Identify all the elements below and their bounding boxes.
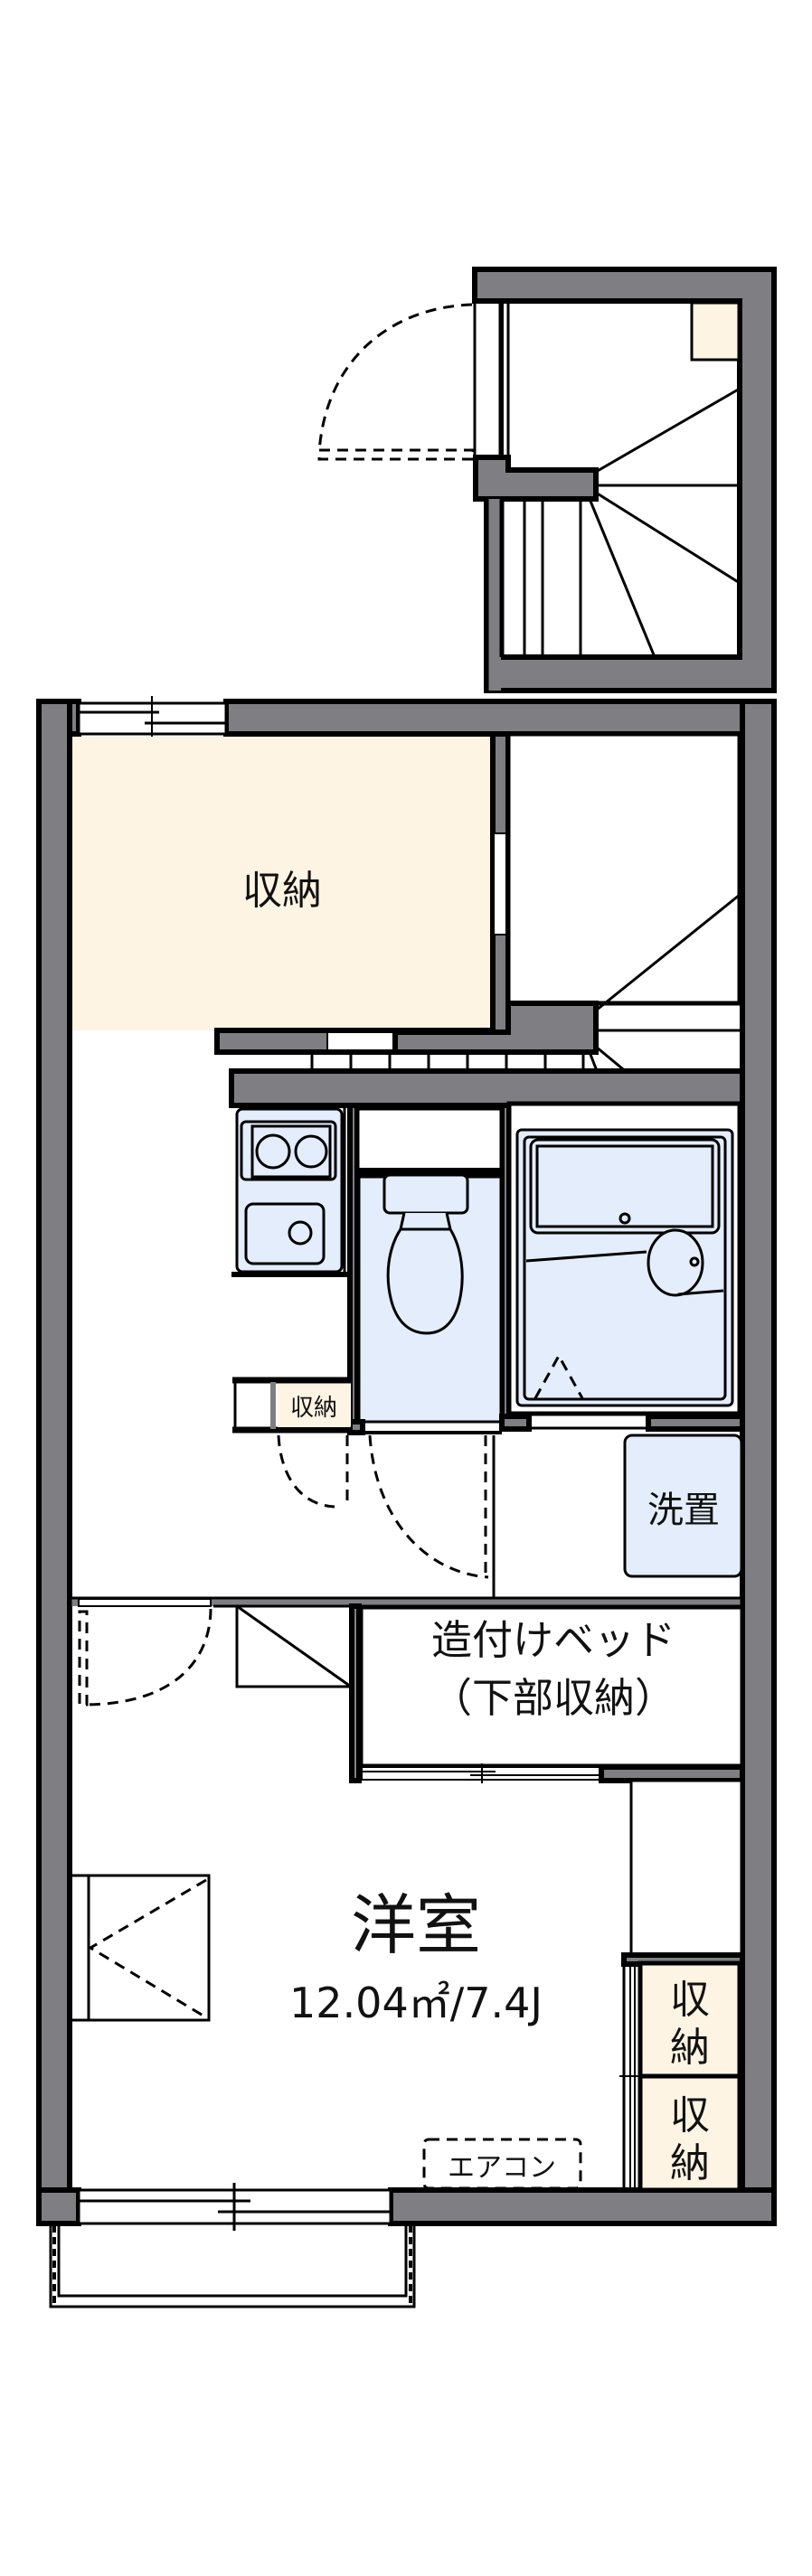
- bed-label-line2: （下部収納）: [431, 1674, 675, 1722]
- entry-stair-tower: [317, 267, 777, 693]
- western-room-area: 12.04㎡/7.4J: [289, 1979, 543, 2027]
- svg-text:収: 収: [670, 2092, 710, 2139]
- small-storage: 収納: [232, 1377, 351, 1434]
- storage-small-label: 収納: [290, 1395, 337, 1422]
- main-unit: 収納: [36, 696, 777, 2231]
- stove-icon: [240, 1120, 337, 1181]
- storage-sliding-door: [619, 1964, 640, 2190]
- entry-door-swing-icon: [317, 303, 475, 461]
- closet-column: [629, 1779, 744, 1957]
- svg-text:納: 納: [670, 2025, 710, 2071]
- sink-icon: [244, 1202, 326, 1265]
- bathtub-icon: [525, 1138, 724, 1297]
- stairs-icon: [523, 387, 741, 658]
- storage-top-room: 収納: [72, 731, 599, 1055]
- balcony-icon: [49, 2222, 416, 2308]
- shoe-storage: [690, 301, 741, 362]
- washer-space: 洗置: [623, 1434, 743, 1578]
- svg-text:収: 収: [670, 1977, 710, 2023]
- balcony-window: [77, 2183, 392, 2231]
- svg-text:納: 納: [670, 2140, 710, 2186]
- bathroom: [506, 1101, 742, 1416]
- bed-label-line1: 造付けベッド: [431, 1616, 675, 1664]
- right-storage-1: 収 納: [637, 1960, 742, 2079]
- washer-label: 洗置: [647, 1490, 720, 1531]
- storage-top-label: 収納: [242, 868, 322, 914]
- builtin-bed: 造付けベッド （下部収納）: [349, 1603, 745, 1783]
- western-room-label: 洋室: [351, 1887, 481, 1963]
- kitchen: [231, 1107, 348, 1277]
- right-storage-2: 収 納: [637, 2073, 742, 2193]
- door-swing-icon: [277, 1434, 489, 1579]
- room-door-swing-icon: [78, 1608, 212, 1706]
- toilet-icon: [382, 1173, 469, 1335]
- aircon-label: エアコン: [448, 2152, 556, 2184]
- toilet-closet: [356, 1107, 503, 1172]
- toilet-room: [357, 1173, 503, 1424]
- top-window: [77, 696, 228, 741]
